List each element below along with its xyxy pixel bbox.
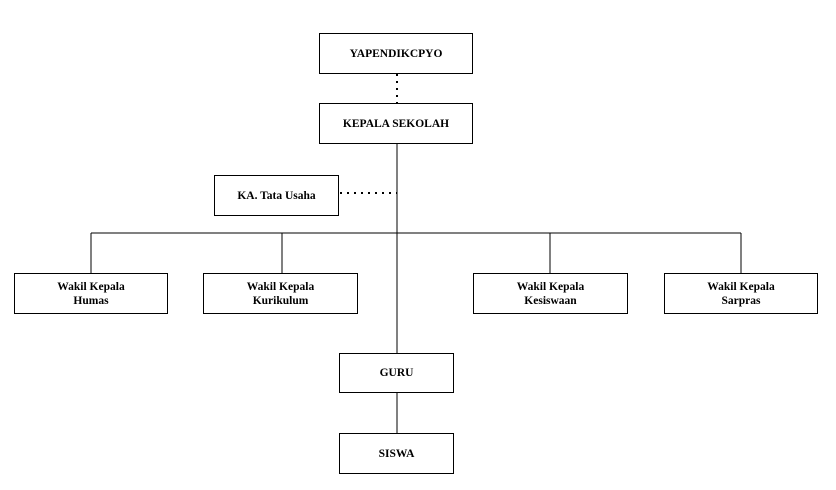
box-siswa: SISWA xyxy=(339,433,454,474)
label-wakil-kesiswaan-2: Kesiswaan xyxy=(524,294,577,307)
label-wakil-sarpras-2: Sarpras xyxy=(721,294,761,307)
box-wakil-kurikulum: Wakil Kepala Kurikulum xyxy=(203,273,358,314)
box-kepala-sekolah: KEPALA SEKOLAH xyxy=(319,103,473,144)
label-kepala-sekolah: KEPALA SEKOLAH xyxy=(342,117,450,130)
label-wakil-kesiswaan-1: Wakil Kepala xyxy=(516,280,585,293)
box-wakil-sarpras: Wakil Kepala Sarpras xyxy=(664,273,818,314)
label-guru: GURU xyxy=(379,367,414,379)
label-siswa: SISWA xyxy=(378,447,415,460)
label-wakil-humas-1: Wakil Kepala xyxy=(57,280,125,293)
label-yayasan: YAPENDIKCPYO xyxy=(349,47,443,60)
label-wakil-kurikulum-2: Kurikulum xyxy=(252,294,309,307)
box-yayasan: YAPENDIKCPYO xyxy=(319,33,473,74)
label-wakil-humas-2: Humas xyxy=(73,294,109,307)
box-wakil-kesiswaan: Wakil Kepala Kesiswaan xyxy=(473,273,628,314)
label-wakil-sarpras-1: Wakil Kepala xyxy=(707,280,775,293)
box-guru: GURU xyxy=(339,353,454,393)
label-wakil-kurikulum-1: Wakil Kepala xyxy=(246,280,315,293)
box-wakil-humas: Wakil Kepala Humas xyxy=(14,273,168,314)
box-tata-usaha: KA. Tata Usaha xyxy=(214,175,339,216)
label-tata-usaha: KA. Tata Usaha xyxy=(237,189,316,202)
